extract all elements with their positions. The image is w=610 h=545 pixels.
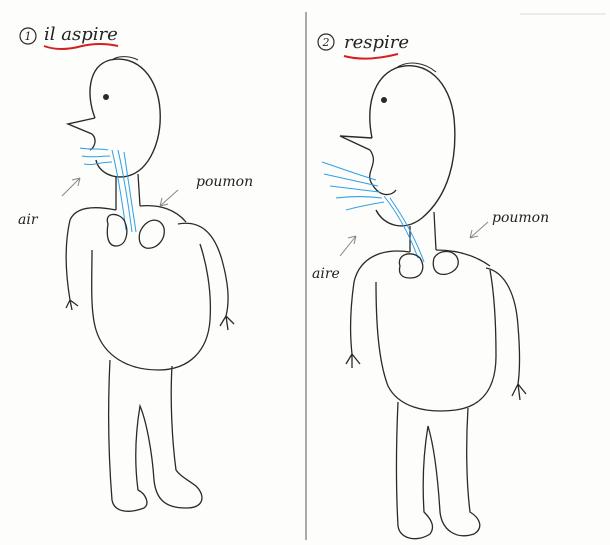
panel-2-heading: respire — [344, 32, 409, 53]
panel-2-lung-right — [433, 251, 458, 274]
panel-2-lung-arrow — [470, 222, 488, 238]
panel-1-mouth — [90, 134, 95, 150]
panel-2-beak — [340, 136, 372, 150]
panel-1-label-air: air — [18, 212, 39, 228]
panel-1-heading: il aspire — [44, 24, 118, 45]
panel-2-heading-underline — [344, 54, 398, 59]
panel-1-lung-right — [139, 220, 164, 248]
panel-1-lung-left — [107, 214, 127, 246]
panel-1-number: 1 — [25, 30, 32, 43]
panel-2-legs — [397, 402, 480, 539]
panel-1-air-arrow — [62, 178, 80, 196]
panel-2-mouth — [370, 150, 396, 195]
panel-2-label-lung: poumon — [492, 210, 549, 226]
panel-1-label-lung: poumon — [196, 174, 253, 190]
panel-1-airflow — [80, 148, 136, 232]
panel-2-air-arrow — [340, 236, 356, 256]
panel-2-arm-right — [436, 250, 526, 400]
panel-2-number: 2 — [322, 36, 330, 49]
panel-1-legs — [109, 360, 202, 511]
panel-2-arm-left — [346, 251, 410, 368]
panel-1-eye — [103, 94, 109, 100]
panel-1-lung-arrow — [160, 190, 178, 206]
panel-1-arm-right — [140, 206, 234, 330]
panel-exhale: 2 respire — [312, 32, 549, 539]
panel-2-body — [376, 270, 496, 411]
panel-2-lung-left — [399, 254, 422, 278]
panel-1-beak — [68, 118, 95, 134]
panel-2-airflow — [322, 162, 424, 262]
panel-1-body — [92, 244, 211, 370]
panel-2-hair — [396, 63, 436, 72]
panel-1-arm-left — [66, 208, 116, 310]
panel-inhale: 1 il aspire — [18, 24, 253, 511]
panel-2-eye — [381, 97, 387, 103]
panel-2-label-air: aire — [312, 266, 340, 282]
